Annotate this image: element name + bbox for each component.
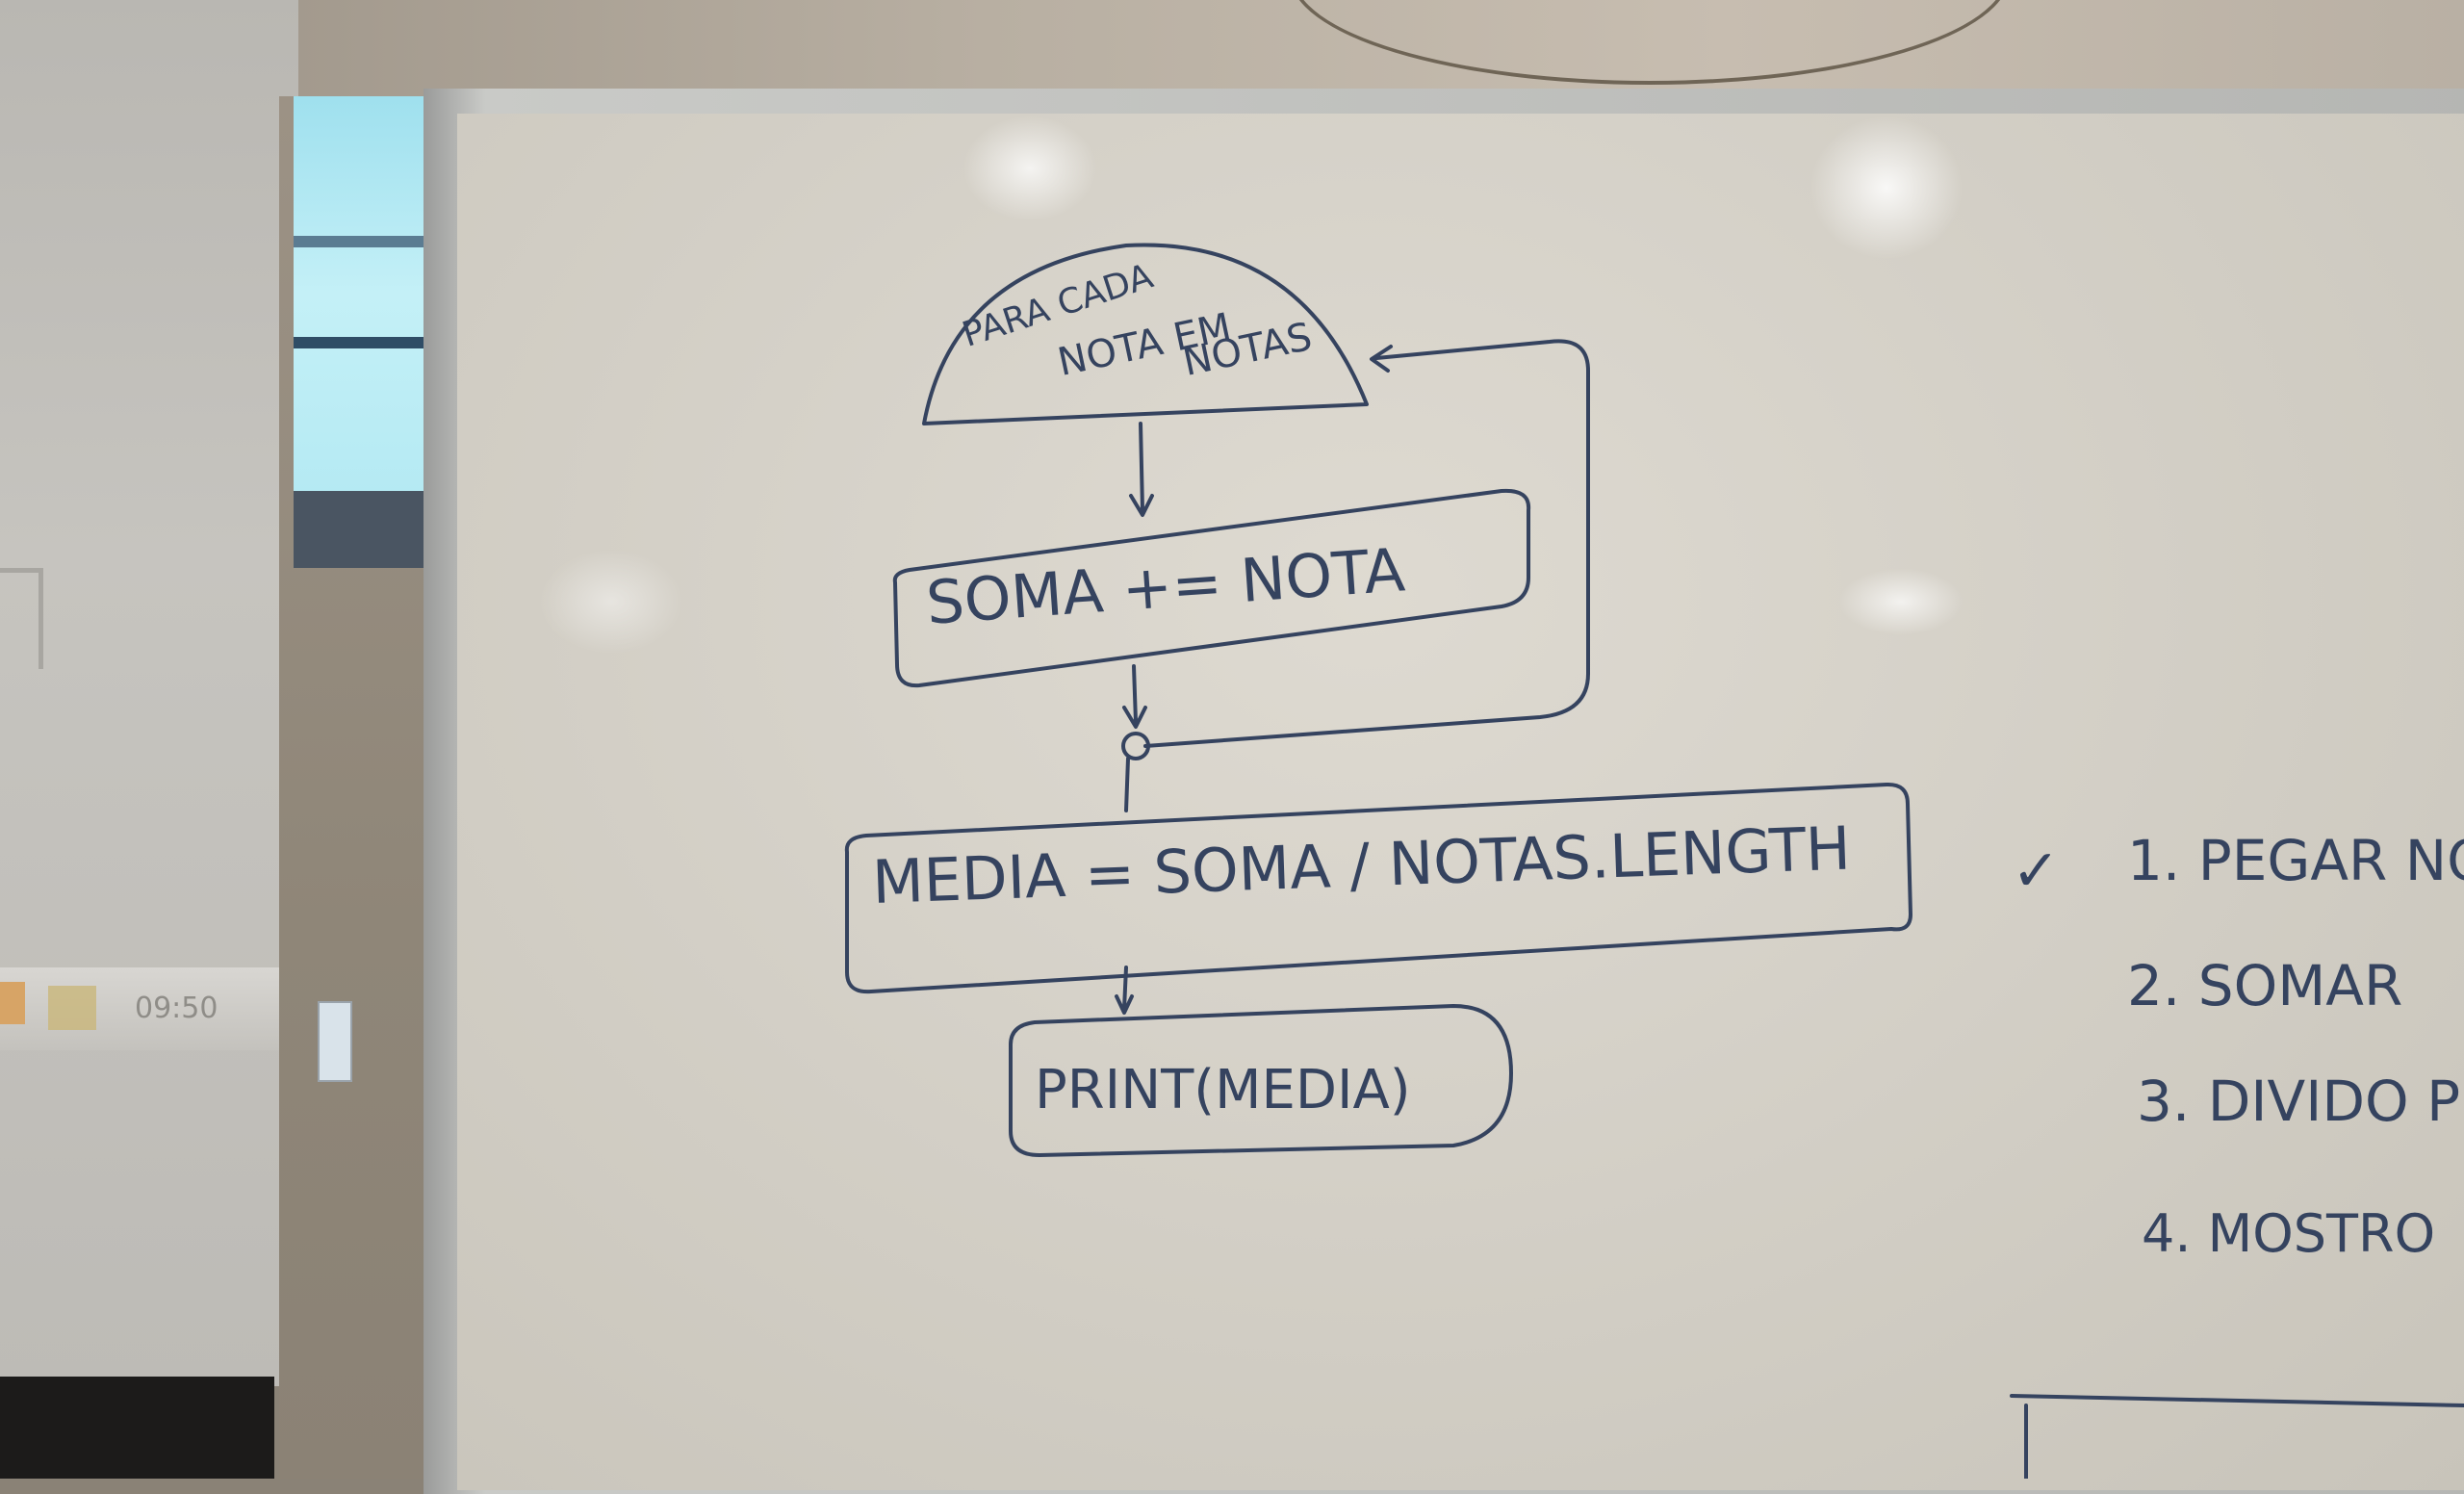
light-glare	[962, 116, 1097, 221]
window-sill	[294, 491, 438, 568]
window-frame-bar	[294, 337, 438, 348]
light-glare	[1838, 568, 1964, 635]
projected-clock: 09:50	[135, 992, 218, 1025]
check-mark-icon: ✓	[2012, 837, 2061, 905]
step-item-1: 1. PEGAR NO	[2127, 828, 2464, 893]
loop-return-line	[1143, 339, 1590, 748]
sum-box	[892, 488, 1531, 688]
projector-screen	[0, 0, 298, 1386]
loop-start-shape	[922, 243, 1369, 425]
arrow-start-to-sum	[1129, 422, 1154, 517]
loop-connector	[1121, 732, 1150, 760]
step-item-4: 4. MOSTRO	[2142, 1203, 2436, 1264]
folder-icon	[48, 986, 96, 1030]
whiteboard	[457, 114, 2464, 1490]
light-glare	[1810, 116, 1964, 260]
tray-icon	[0, 982, 25, 1024]
light-glare	[539, 549, 683, 655]
lower-right-line	[2010, 1394, 2464, 1479]
window	[294, 96, 438, 491]
step-item-3: 3. DIVIDO P	[2137, 1069, 2461, 1134]
window-frame-bar	[294, 236, 438, 247]
step-item-2: 2. SOMAR	[2127, 953, 2403, 1018]
print-step-text: PRINT(MEDIA)	[1035, 1059, 1411, 1121]
arrow-sum-to-connector	[1122, 664, 1147, 729]
projector-screen-bottom-bar	[0, 1377, 274, 1479]
average-box	[844, 782, 1912, 994]
projected-taskbar	[0, 967, 279, 1050]
arrow-average-to-print	[1115, 966, 1134, 1015]
projected-faint-glyph	[0, 568, 43, 669]
wall-socket	[318, 1001, 352, 1082]
line-connector-to-average	[1124, 757, 1130, 812]
print-box	[1009, 1004, 1513, 1157]
